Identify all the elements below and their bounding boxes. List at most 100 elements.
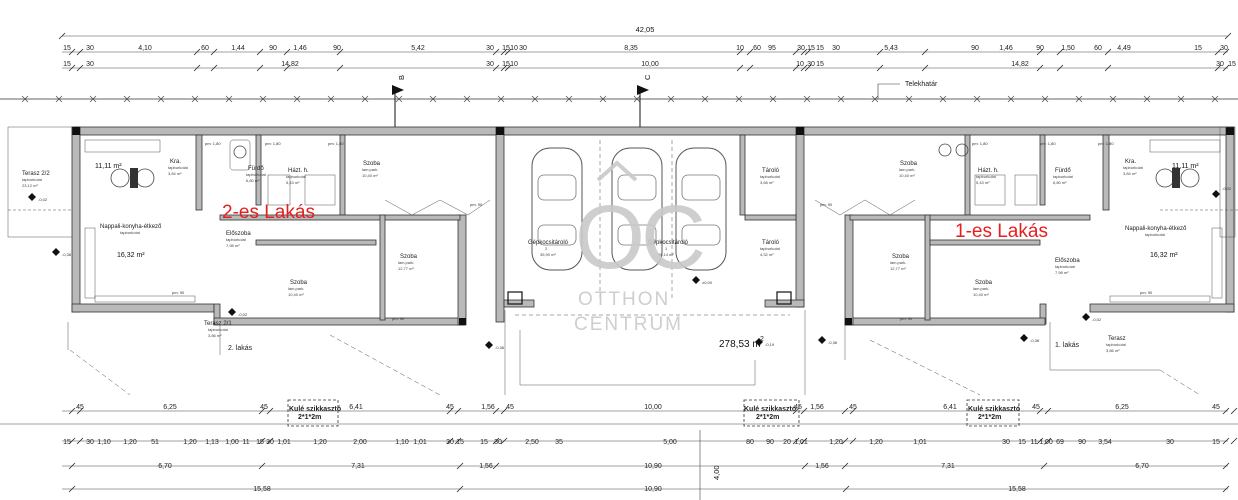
room-szoba-right-top: Szoba lam.park. 10,40 m² (899, 161, 918, 178)
fence-x-mark (429, 95, 437, 103)
dimension-tick (68, 462, 76, 470)
top-dim-value: 30 (519, 45, 527, 52)
svg-text:tapburkolat: tapburkolat (246, 172, 267, 177)
fence-x-mark (327, 95, 335, 103)
svg-text:Terasz: Terasz (1108, 336, 1126, 342)
svg-text:-0,36: -0,36 (62, 252, 72, 257)
fence-x-mark (565, 95, 573, 103)
fence-x-mark (905, 95, 913, 103)
top-dim-value: 4,49 (1117, 45, 1131, 52)
rooms-left: Terasz 2/2 tapburkolat 23,12 m² Kra. tap… (22, 159, 418, 338)
section-c-label: C (643, 74, 652, 80)
svg-text:lam.park.: lam.park. (973, 286, 989, 291)
bottom-dim-value: 15 (1018, 439, 1026, 446)
level-marker-icon (28, 193, 36, 201)
fence-x-mark (1177, 95, 1185, 103)
bottom-dim-value: 20 (783, 439, 791, 446)
bottom-dim-value: 45 (506, 404, 514, 411)
svg-text:Tároló: Tároló (762, 240, 780, 246)
svg-text:Szoba: Szoba (400, 254, 418, 260)
svg-text:pm: 1,80: pm: 1,80 (1098, 141, 1114, 146)
dimension-tick (736, 48, 744, 56)
svg-text:lam.park.: lam.park. (890, 260, 906, 265)
fence-x-mark (701, 95, 709, 103)
dimension-tick (804, 64, 812, 72)
top-dim-value: 90 (269, 45, 277, 52)
top-dim-value: 95 (768, 45, 776, 52)
bottom-dim-value: 45 (1212, 404, 1220, 411)
room-terasz-right: Terasz tapburkolat 3,86 m² (1106, 336, 1127, 353)
bottom-dim-value: 30 (494, 439, 502, 446)
svg-text:pm: 1,80: pm: 1,80 (1040, 141, 1056, 146)
top-dim-value: 60 (1094, 45, 1102, 52)
bottom-dim-value: 30 (266, 439, 274, 446)
fence-x-mark (1211, 95, 1219, 103)
room-furdo-right: Fürdő tapburkolat 6,80 m² (1053, 168, 1074, 185)
dimension-tick (1224, 32, 1232, 40)
svg-text:-0,02: -0,02 (1092, 317, 1102, 322)
dimension-tick (258, 462, 266, 470)
fence-x-mark (21, 95, 29, 103)
dimension-tick (792, 48, 800, 56)
svg-text:7,98 m²: 7,98 m² (1055, 270, 1069, 275)
svg-text:-0,36: -0,36 (495, 345, 505, 350)
rooms-right: Szoba lam.park. 10,40 m² Házt. h. tapbur… (890, 159, 1199, 353)
building-walls (71, 126, 1235, 326)
dimension-tick (456, 485, 464, 493)
svg-text:tapburkolat: tapburkolat (120, 230, 141, 235)
dimension-tick (76, 407, 84, 415)
telekhatar-label: Telekhatár (905, 81, 938, 88)
svg-text:2*1*2m: 2*1*2m (756, 414, 779, 421)
bottom-dim-value: 51 (151, 439, 159, 446)
room-szoba-left-top: Szoba lam.park. 10,40 m² (362, 161, 381, 178)
car-icon (531, 147, 583, 271)
dimension-tick (1222, 485, 1230, 493)
dimension-tick (1044, 407, 1052, 415)
dimension-tick (492, 437, 500, 445)
dimension-tick (76, 437, 84, 445)
room-szoba-right-low: Szoba lam.park. 10,40 m² (973, 280, 993, 297)
svg-text:pm: 1,80: pm: 1,80 (972, 141, 988, 146)
svg-text:7,98 m²: 7,98 m² (226, 243, 240, 248)
svg-text:Gépkocsitároló: Gépkocsitároló (648, 240, 689, 246)
dimension-tick (792, 407, 800, 415)
svg-text:Szoba: Szoba (363, 161, 381, 167)
dimension-tick (492, 48, 500, 56)
room-haztartasi-left: Házt. h. tapburkolat 5,43 m² (286, 168, 309, 185)
bottom-dim-value: 11 (242, 439, 249, 446)
bottom-dim-value: 15,58 (1008, 486, 1026, 493)
dimension-tick (801, 462, 809, 470)
room-kra-right: Kra. tapburkolat 3,84 m² (1123, 159, 1144, 176)
dimension-tick (193, 48, 201, 56)
top-dim-value: 30 (1216, 61, 1224, 68)
bottom-dim-value: 15 (256, 439, 264, 446)
dimension-tick (1214, 64, 1222, 72)
septic-tank-right: Kulé szikkasztó 2*1*2m (966, 399, 1020, 427)
top-dim-value: 30 (1220, 45, 1228, 52)
dimension-tick (841, 462, 849, 470)
svg-text:OC: OC (575, 188, 703, 288)
room-nappali-right: Nappali-konyha-étkező tapburkolat 16,32 … (1125, 226, 1187, 259)
dimension-tick (58, 32, 66, 40)
svg-text:16,32 m²: 16,32 m² (117, 252, 145, 259)
top-dim-value: 60 (753, 45, 761, 52)
dimension-tick (1056, 64, 1064, 72)
top-dim-value: 1,44 (231, 45, 245, 52)
bottom-dim-value: 6,70 (158, 463, 172, 470)
bottom-dim-value: 15,58 (253, 486, 271, 493)
dimension-tick (258, 437, 266, 445)
dimension-tick (500, 64, 508, 72)
dimension-tick (792, 64, 800, 72)
svg-text:pm: 1,80: pm: 1,80 (328, 141, 344, 146)
level-markers: -0,02 -0,36 -0,02 ±0,00 -0,19 -0,36 -0,0… (28, 186, 1232, 350)
top-dim-value: 90 (1036, 45, 1044, 52)
fence-x-mark (1041, 95, 1049, 103)
svg-text:Szoba: Szoba (975, 280, 993, 286)
fence-x-mark (599, 95, 607, 103)
top-dim-value: 30 (797, 45, 805, 52)
svg-text:Gépkocsitároló: Gépkocsitároló (528, 240, 569, 246)
bottom-dim-value: 45 (1032, 404, 1040, 411)
garage-cars (515, 140, 790, 316)
svg-text:Tároló: Tároló (762, 168, 780, 174)
